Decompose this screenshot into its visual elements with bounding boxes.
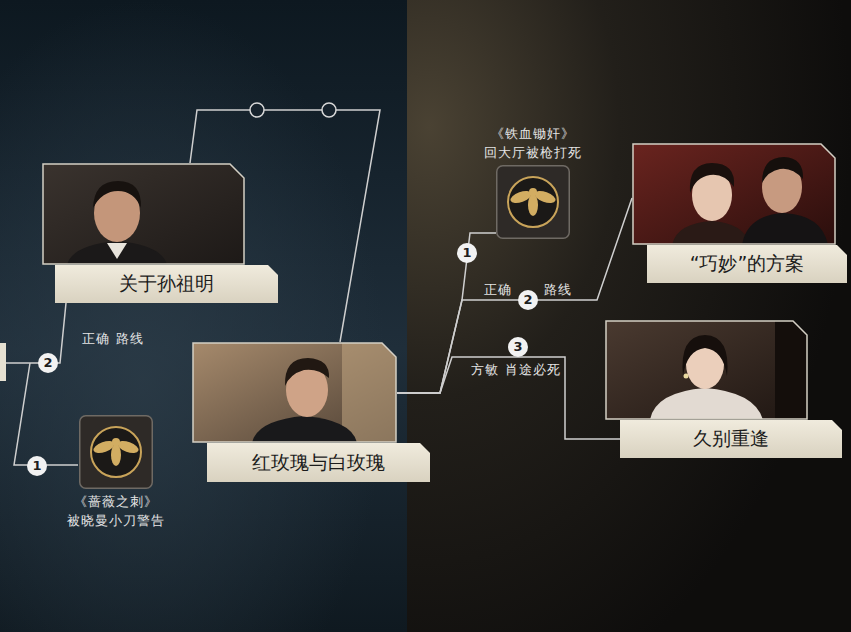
left-glow [0,0,407,632]
hair [93,181,141,208]
ending-title: 《蔷薇之刺》 [74,492,158,511]
callout-number: 2 [518,290,538,310]
story-node: 久别重逢 [605,320,842,458]
suit [67,241,167,265]
path-dot [322,103,336,117]
photo-background [605,320,808,420]
scene-picture [632,143,836,245]
title-band: 红玫瑰与白玫瑰 [207,443,430,482]
hair [682,335,727,376]
hair [285,358,329,386]
callout-number: 1 [457,243,477,263]
scene-picture [605,320,808,420]
suit [742,213,828,245]
suit [252,416,357,443]
route-label: 正确 路线 [82,331,143,346]
curtain [342,342,397,443]
shadow [775,320,808,420]
scene-title: 关于孙祖明 [119,271,214,297]
emblem-ring [508,177,558,227]
branch-connector [397,357,620,439]
branch-wire [14,363,78,465]
earring [684,374,689,379]
branch-wire [6,303,66,363]
hair [690,163,734,193]
ending-node: 《蔷薇之刺》被晓曼小刀警告 [67,415,165,530]
title-band: 久别重逢 [620,420,842,458]
ending-note: 被晓曼小刀警告 [67,511,165,530]
bee-emblem [509,188,557,216]
photo-background [42,163,245,265]
bee-emblem [92,438,140,466]
icon-tile [497,166,570,239]
emblem-ring [91,427,141,477]
title-band: “巧妙”的方案 [647,245,847,283]
callout-number: 2 [38,353,58,373]
scene-title: 久别重逢 [693,426,769,452]
story-node: 关于孙祖明 [42,163,278,303]
edge-label: 方敏 肖途必死 [471,362,560,377]
ending-title: 《铁血锄奸》 [491,124,575,143]
fur-coat [650,388,763,420]
dress [672,221,750,245]
story-node: “巧妙”的方案 [632,143,847,283]
ending-icon [79,415,153,489]
callout-number: 1 [27,456,47,476]
title-band: 关于孙祖明 [55,265,278,303]
story-node: 红玫瑰与白玫瑰 [192,342,430,482]
picture-frame [633,144,835,244]
picture-frame [43,164,244,264]
callout-number: 3 [508,337,528,357]
offscreen-node-stub [0,343,6,381]
icon-tile [80,416,153,489]
right-panel [407,0,851,632]
photo-background [632,143,836,245]
scene-title: “巧妙”的方案 [690,251,805,277]
ending-icon [496,165,570,239]
left-panel [0,0,407,632]
ending-node: 《铁血锄奸》回大厅被枪打死 [484,124,582,239]
picture-frame [606,321,807,419]
scene-picture [192,342,397,443]
scene-picture [42,163,245,265]
path-dot [250,103,264,117]
hair [762,157,803,183]
collar [107,243,127,259]
photo-background [192,342,397,443]
scene-title: 红玫瑰与白玫瑰 [252,450,385,476]
picture-frame [193,343,396,442]
ending-note: 回大厅被枪打死 [484,143,582,162]
